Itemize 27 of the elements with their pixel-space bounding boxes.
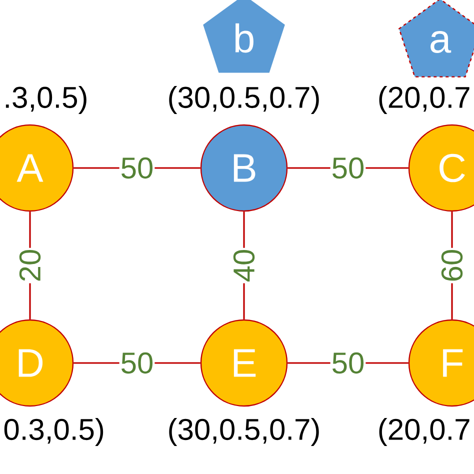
circle-node [200, 124, 288, 212]
node-letter: D [18, 349, 43, 377]
edge-label: 20 [18, 248, 42, 284]
node-letter: E [234, 349, 256, 377]
node-letter: B [234, 154, 256, 182]
edge-label: 50 [330, 351, 366, 375]
node-letter: F [443, 349, 463, 377]
pentagon-node [203, 0, 285, 73]
edge-label: 50 [330, 156, 366, 180]
node-letter: A [16, 154, 44, 182]
node-letter: b [235, 23, 254, 53]
node-letter: C [440, 154, 465, 182]
node-letter: a [430, 31, 452, 53]
coordinate-label: (30,0.5,0.7) [169, 86, 319, 114]
pentagon-node [398, 0, 474, 78]
circle-node [408, 319, 474, 407]
edge-label: 50 [119, 351, 155, 375]
coordinate-label: (20,0.7 [379, 418, 470, 446]
edge-label: 50 [119, 156, 155, 180]
circle-node [200, 319, 288, 407]
coordinate-label: (20,0.7 [379, 86, 470, 114]
edge-label: 60 [440, 248, 464, 284]
coordinate-label: 0.3,0.5) [4, 418, 104, 446]
circle-node [408, 124, 474, 212]
coordinate-label: .3,0.5) [6, 86, 86, 114]
coordinate-label: (30,0.5,0.7) [169, 418, 319, 446]
edge-label: 40 [232, 248, 256, 284]
